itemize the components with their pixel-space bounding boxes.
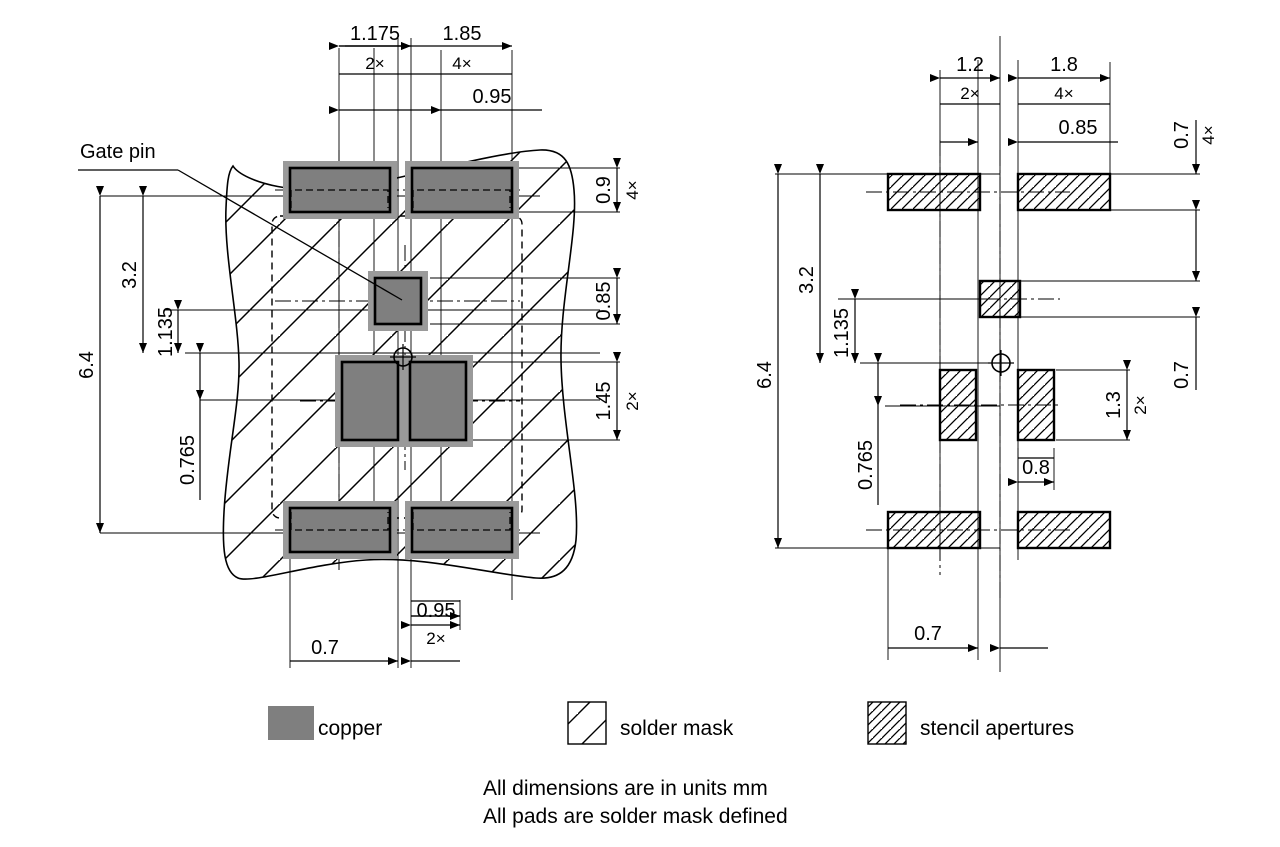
left-figure: Gate pin 1.175 2× 1.85 4× 0.95 <box>76 23 642 668</box>
aperture-center <box>978 279 1022 319</box>
rdim-08-value: 0.8 <box>1022 457 1050 479</box>
legend-swatch-copper <box>268 706 314 740</box>
copper-pad-mid-right <box>403 355 473 447</box>
copper-pad-mid-left <box>335 355 405 447</box>
dim-09-value: 0.9 <box>593 176 615 204</box>
note-units: All dimensions are in units mm <box>483 777 768 800</box>
rdim-13-value: 1.3 <box>1103 391 1125 419</box>
rdim-0765-value: 0.765 <box>855 440 877 490</box>
legend-swatch-stencil <box>867 701 907 745</box>
origin-marker-icon <box>390 344 416 370</box>
notes-block: All dimensions are in units mm All pads … <box>483 777 788 828</box>
aperture-bottom-right <box>1016 510 1112 550</box>
aperture-top-left <box>886 172 982 212</box>
dim-145-qty: 2× <box>623 391 642 410</box>
left-bottom-dimensions: 0.95 2× 0.7 <box>290 600 461 665</box>
right-figure: 1.2 2× 1.8 4× 0.85 6.4 3.2 1.135 0.765 <box>754 36 1218 672</box>
dim-085-value: 0.85 <box>593 282 615 321</box>
rdim-64-value: 6.4 <box>754 361 776 389</box>
legend-label-solder-mask: solder mask <box>620 717 734 740</box>
dim-1175-qty: 2× <box>365 54 384 73</box>
dim-32-value: 3.2 <box>119 261 141 289</box>
rdim-07-top-qty: 4× <box>1199 125 1218 144</box>
rdim-12-value: 1.2 <box>956 54 984 76</box>
right-origin-marker-icon <box>988 350 1014 376</box>
gate-pin-leader <box>78 169 403 301</box>
pin-outlines <box>290 189 511 531</box>
dim-095-bot-qty: 2× <box>426 629 445 648</box>
rdim-12-qty: 2× <box>960 84 979 103</box>
aperture-mid-right <box>1016 368 1056 442</box>
aperture-bottom-left <box>886 510 982 550</box>
right-bottom-dimensions: 0.8 0.7 <box>888 457 1054 652</box>
dim-09-qty: 4× <box>623 180 642 199</box>
dim-095-top-value: 0.95 <box>473 86 512 108</box>
rdim-07-top-value: 0.7 <box>1171 121 1193 149</box>
dim-185-value: 1.85 <box>443 23 482 45</box>
gate-pin-label: Gate pin <box>80 141 156 163</box>
rdim-32-value: 3.2 <box>796 266 818 294</box>
aperture-mid-left <box>938 368 978 442</box>
stencil-aperture-group <box>886 172 1112 550</box>
dim-64-value: 6.4 <box>76 351 98 379</box>
left-top-dimensions: 1.175 2× 1.85 4× 0.95 <box>329 23 542 114</box>
legend: copper solder mask stencil apertures <box>268 701 1074 745</box>
legend-swatch-solder-mask <box>567 701 607 745</box>
left-vertical-dimensions: 6.4 3.2 1.135 0.765 <box>76 186 204 533</box>
legend-label-stencil: stencil apertures <box>920 717 1074 740</box>
rdim-18-qty: 4× <box>1054 84 1073 103</box>
rdim-07-bot-value: 0.7 <box>1171 361 1193 389</box>
left-right-dimensions: 0.9 4× 0.85 1.45 2× <box>593 158 642 440</box>
copper-pad-center <box>368 271 428 331</box>
dim-1175-value: 1.175 <box>350 23 400 45</box>
dim-07-bot-value: 0.7 <box>311 637 339 659</box>
rdim-07-bottom-value: 0.7 <box>914 623 942 645</box>
dim-185-qty: 4× <box>452 54 471 73</box>
rdim-18-value: 1.8 <box>1050 54 1078 76</box>
note-smd: All pads are solder mask defined <box>483 805 788 828</box>
dim-0765-value: 0.765 <box>177 435 199 485</box>
rdim-13-qty: 2× <box>1131 395 1150 414</box>
rdim-085-value: 0.85 <box>1059 117 1098 139</box>
dim-095-bot-value: 0.95 <box>417 600 456 622</box>
right-left-dimensions: 6.4 3.2 1.135 0.765 <box>754 164 882 548</box>
aperture-top-right <box>1016 172 1112 212</box>
dim-145-value: 1.45 <box>593 382 615 421</box>
dim-1135-value: 1.135 <box>155 307 177 357</box>
rdim-1135-value: 1.135 <box>831 308 853 358</box>
legend-label-copper: copper <box>318 717 382 740</box>
right-top-dimensions: 1.2 2× 1.8 4× 0.85 <box>930 54 1118 146</box>
right-right-dimensions: 0.7 4× 0.7 1.3 2× <box>1103 120 1218 440</box>
